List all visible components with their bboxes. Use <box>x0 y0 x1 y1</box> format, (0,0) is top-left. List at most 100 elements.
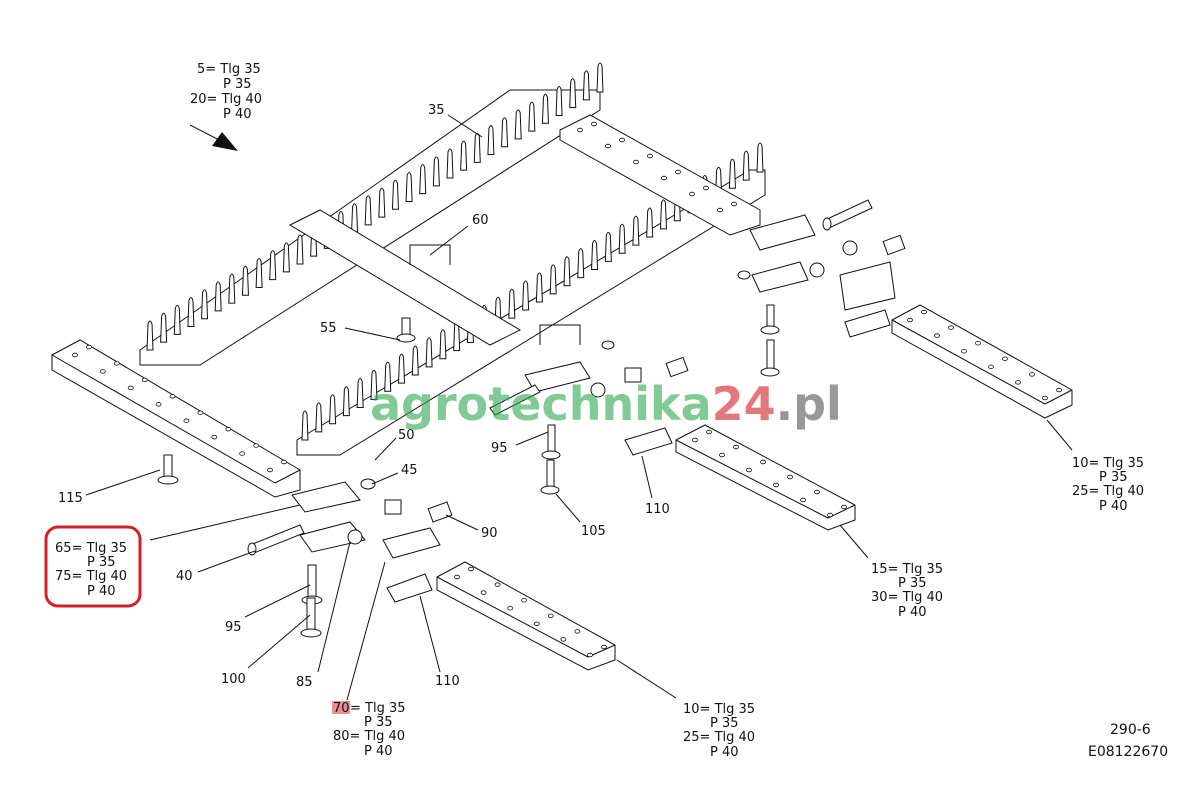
callout: 35 <box>428 103 445 118</box>
note-line: 20= Tlg 40 <box>190 92 262 107</box>
tine <box>473 132 481 163</box>
note-line: 75= Tlg 40 <box>55 569 127 584</box>
hole <box>127 385 134 391</box>
tine <box>173 304 181 335</box>
tines <box>146 62 764 441</box>
tine <box>439 329 447 360</box>
tine <box>269 250 277 281</box>
hole <box>591 121 597 127</box>
callout: 40 <box>176 569 193 584</box>
hole <box>689 191 695 197</box>
tine <box>228 273 236 304</box>
tine <box>591 239 599 270</box>
hole <box>605 143 611 149</box>
tine <box>384 361 392 392</box>
top-note: 5= Tlg 35 P 35 20= Tlg 40 P 40 <box>190 62 262 122</box>
note-70: 70 = Tlg 35 P 35 80= Tlg 40 P 40 <box>333 701 406 759</box>
tine <box>301 410 309 441</box>
hole <box>975 341 981 346</box>
highlight-box <box>44 525 142 608</box>
hole <box>1015 380 1021 385</box>
drawing-id: 290-6 <box>1110 722 1151 738</box>
lower-tine-bar <box>296 169 766 456</box>
callout: 95 <box>225 620 242 635</box>
hole <box>72 352 78 358</box>
tine <box>569 78 577 109</box>
tine <box>411 345 419 376</box>
drawing-code: E08122670 <box>1088 744 1168 760</box>
tine <box>501 117 509 148</box>
hole <box>141 377 148 383</box>
hinge-plates <box>291 214 896 603</box>
tine <box>549 264 557 295</box>
hole <box>197 410 204 415</box>
note-line: P 35 <box>898 576 927 591</box>
note-line: 15= Tlg 35 <box>871 562 943 577</box>
callout: 55 <box>320 321 337 336</box>
tine <box>541 93 549 124</box>
note-line: 80= Tlg 40 <box>333 729 405 744</box>
tine <box>432 156 440 187</box>
tine <box>528 101 536 132</box>
tine <box>487 125 495 156</box>
tine <box>201 289 209 320</box>
note-bottom: 10= Tlg 35 P 35 25= Tlg 40 P 40 <box>683 702 755 760</box>
note-line: P 40 <box>1099 499 1128 514</box>
hole <box>907 317 913 323</box>
note-line: 10= Tlg 35 <box>683 702 755 717</box>
tine <box>296 234 304 265</box>
note-line: 5= Tlg 35 <box>197 62 261 77</box>
tine <box>659 199 668 230</box>
tine <box>446 148 454 179</box>
hole <box>239 451 246 456</box>
hole <box>731 201 737 207</box>
hole <box>814 489 820 495</box>
tine <box>582 70 590 101</box>
note-line: P 40 <box>87 584 116 599</box>
note-line: 65= Tlg 35 <box>55 541 127 556</box>
hole <box>533 621 540 626</box>
hole <box>1002 356 1008 361</box>
boxed-note: 65= Tlg 35 P 35 75= Tlg 40 P 40 <box>55 541 127 599</box>
hole <box>574 629 581 634</box>
note-line: P 40 <box>223 107 252 122</box>
tine <box>646 207 654 238</box>
callout: 95 <box>491 441 508 456</box>
hole <box>267 467 273 473</box>
callout: 100 <box>221 672 246 687</box>
callout: 85 <box>296 675 313 690</box>
tine <box>563 256 571 287</box>
callout-numbers: 35 60 55 50 45 115 95 105 110 90 40 95 1… <box>58 103 670 690</box>
note-line: P 35 <box>87 555 116 570</box>
hole <box>800 497 806 503</box>
hole <box>717 207 723 213</box>
tine <box>756 142 764 173</box>
callout: 115 <box>58 491 83 506</box>
hole <box>675 169 681 175</box>
note-line: 25= Tlg 40 <box>1072 484 1144 499</box>
hole <box>719 452 725 458</box>
tine <box>160 312 168 343</box>
hole <box>507 606 514 611</box>
tine <box>364 195 372 226</box>
callout: 50 <box>398 428 415 443</box>
note-line: P 35 <box>223 77 252 92</box>
hole <box>560 637 567 642</box>
tine <box>514 109 522 140</box>
note-line: 30= Tlg 40 <box>871 590 943 605</box>
hole <box>921 309 927 315</box>
tine <box>425 337 433 368</box>
tine <box>356 378 364 409</box>
tine <box>419 164 427 195</box>
tine <box>351 203 359 234</box>
tine <box>577 248 585 279</box>
hole <box>169 394 176 399</box>
tine <box>315 402 323 433</box>
tine <box>604 231 612 262</box>
callout: 110 <box>435 674 460 689</box>
callout: 45 <box>401 463 418 478</box>
leader-lines <box>85 114 1073 701</box>
tine <box>391 179 399 210</box>
